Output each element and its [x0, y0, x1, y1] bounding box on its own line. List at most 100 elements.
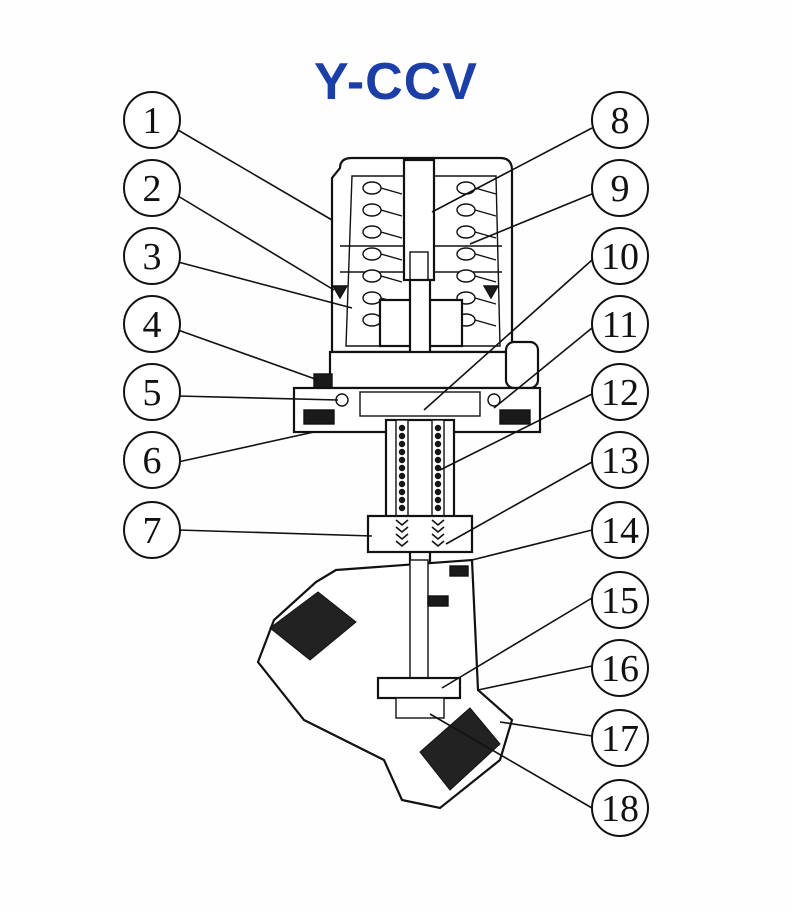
v-packing [395, 533, 409, 541]
leader-lines [177, 127, 593, 809]
packing-ring [398, 440, 406, 448]
callout-number: 8 [611, 100, 630, 142]
callout-number: 18 [601, 788, 639, 830]
diagram-title: Y-CCV [314, 53, 478, 111]
callout-4: 4 [123, 295, 181, 353]
callout-17: 17 [591, 709, 649, 767]
actuator-base [292, 340, 542, 434]
packing-ring [398, 448, 406, 456]
packing-ring [398, 480, 406, 488]
callout-circle [123, 501, 181, 559]
callout-number: 17 [601, 718, 639, 760]
spring-coil [456, 181, 476, 195]
packing-ring [434, 424, 442, 432]
callout-circle [123, 363, 181, 421]
spring-wire [380, 275, 403, 283]
callout-number: 14 [601, 510, 639, 552]
callout-circle [591, 709, 649, 767]
packing-ring [434, 496, 442, 504]
packing-ring [434, 472, 442, 480]
spring-coil [362, 247, 382, 261]
spring-coil [456, 203, 476, 217]
spring-wire [380, 187, 403, 195]
spring-coil [456, 225, 476, 239]
callout-10: 10 [591, 227, 649, 285]
v-packing [431, 533, 445, 541]
spring-wire [380, 253, 403, 261]
callout-circle [123, 159, 181, 217]
callout-14: 14 [591, 501, 649, 559]
callout-number: 5 [143, 372, 162, 414]
stem-packing [366, 418, 474, 554]
callout-number: 1 [143, 100, 162, 142]
packing-ring [434, 440, 442, 448]
callout-13: 13 [591, 431, 649, 489]
callout-number: 13 [601, 440, 639, 482]
callout-3: 3 [123, 227, 181, 285]
packing-ring [398, 504, 406, 512]
callout-number: 2 [143, 168, 162, 210]
packing-ring [398, 464, 406, 472]
callout-circle [591, 91, 649, 149]
packing-ring [434, 480, 442, 488]
callout-9: 9 [591, 159, 649, 217]
packing-ring [434, 504, 442, 512]
callout-number: 9 [611, 168, 630, 210]
callout-1: 1 [123, 91, 181, 149]
callout-circle [591, 779, 649, 837]
callout-11: 11 [591, 295, 649, 353]
spring-coil [362, 291, 382, 305]
callout-circle [123, 227, 181, 285]
callout-circle [123, 295, 181, 353]
callout-circle [591, 501, 649, 559]
callout-8: 8 [591, 91, 649, 149]
packing-ring [434, 488, 442, 496]
spring-wire [380, 209, 403, 217]
callout-circle [591, 159, 649, 217]
spring-coil [362, 269, 382, 283]
callout-5: 5 [123, 363, 181, 421]
callout-number: 16 [601, 648, 639, 690]
callout-16: 16 [591, 639, 649, 697]
spring-wire [474, 297, 497, 305]
callout-circle [591, 571, 649, 629]
callout-number: 10 [601, 236, 639, 278]
spring-coil [362, 181, 382, 195]
callout-circle [591, 639, 649, 697]
callout-15: 15 [591, 571, 649, 629]
callout-12: 12 [591, 363, 649, 421]
callout-6: 6 [123, 431, 181, 489]
callout-number: 12 [601, 372, 639, 414]
v-packing [395, 526, 409, 534]
spring-coil [362, 313, 382, 327]
spring-wire [474, 209, 497, 217]
spring-wire [474, 319, 497, 327]
packing-ring [398, 472, 406, 480]
spring-coil [456, 247, 476, 261]
spring-wire [380, 231, 403, 239]
spring-wire [474, 253, 497, 261]
spring-coil [456, 269, 476, 283]
callout-2: 2 [123, 159, 181, 217]
packing-ring [398, 496, 406, 504]
callout-circle [123, 431, 181, 489]
packing-ring [398, 432, 406, 440]
packing-ring [398, 424, 406, 432]
packing-ring [434, 432, 442, 440]
spring-coil [362, 225, 382, 239]
v-packing [431, 519, 445, 527]
spring-wire [474, 231, 497, 239]
callout-number: 11 [602, 304, 639, 346]
callout-number: 3 [143, 236, 162, 278]
callout-number: 6 [143, 440, 162, 482]
callout-number: 7 [143, 510, 162, 552]
spring-coil [362, 203, 382, 217]
spring-wire [474, 187, 497, 195]
packing-ring [398, 488, 406, 496]
callout-circle [591, 295, 649, 353]
o-ring-seals [331, 285, 500, 300]
callout-number: 4 [143, 304, 162, 346]
callout-18: 18 [591, 779, 649, 837]
